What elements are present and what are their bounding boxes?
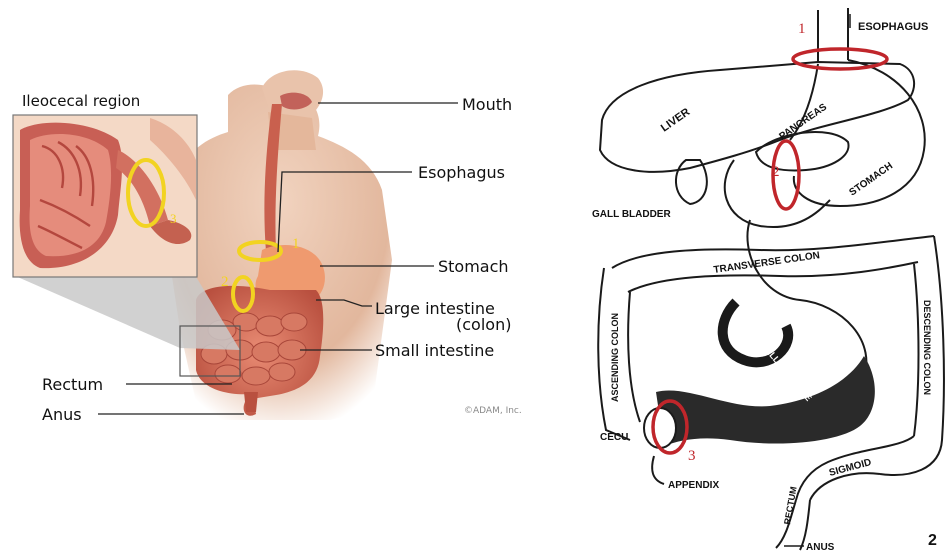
label-rectum: Rectum xyxy=(42,375,103,394)
marker-number-1-left: 1 xyxy=(292,236,300,252)
label-anus: Anus xyxy=(42,405,82,424)
label-pancreas: PANCREAS xyxy=(777,101,829,142)
marker-number-2-right: 2 xyxy=(772,164,780,180)
marker-number-1-right: 1 xyxy=(798,21,806,37)
left-anatomy-illustration xyxy=(168,70,392,420)
label-large-intestine-sub: (colon) xyxy=(456,315,511,334)
label-descending-colon: DESCENDING COLON xyxy=(922,300,932,395)
label-stomach-right: STOMACH xyxy=(847,161,895,199)
marker-number-3-left: 3 xyxy=(170,211,177,226)
label-liver: LIVER xyxy=(659,106,692,134)
marker-number-3-right: 3 xyxy=(688,448,696,464)
label-esophagus-right: ESOPHAGUS xyxy=(858,21,928,33)
label-cecum: CECU xyxy=(600,432,628,443)
page-number: 2 xyxy=(928,532,937,549)
label-transverse-colon: TRANSVERSE COLON xyxy=(713,250,821,276)
cecum-pouch xyxy=(644,408,676,448)
label-appendix: APPENDIX xyxy=(668,480,719,491)
inset-title: Ileocecal region xyxy=(22,92,140,110)
right-line-diagram xyxy=(598,8,944,550)
copyright-credit: ©ADAM, Inc. xyxy=(464,406,522,416)
label-gall-bladder: GALL BLADDER xyxy=(592,209,671,220)
descending-colon-inner xyxy=(914,264,919,436)
esophagus-outline xyxy=(818,8,848,62)
label-ascending-colon: ASCENDING COLON xyxy=(610,313,620,402)
marker-number-2-left: 2 xyxy=(221,274,229,290)
marker-ring-1-right xyxy=(793,49,887,69)
label-esophagus: Esophagus xyxy=(418,163,505,182)
label-anus-right: ANUS xyxy=(806,542,835,553)
pancreas-outline xyxy=(756,132,849,171)
label-stomach: Stomach xyxy=(438,257,509,276)
label-small-intestine: Small intestine xyxy=(375,341,494,360)
small-intestine-dark-segment xyxy=(656,356,875,446)
appendix-outline xyxy=(652,456,664,484)
ascending-colon-inner xyxy=(628,292,640,422)
rectum-organ xyxy=(244,392,258,412)
label-mouth: Mouth xyxy=(462,95,512,114)
label-rectum-right: RECTUM xyxy=(782,486,799,526)
sigmoid-outline xyxy=(810,473,880,500)
descending-colon-outline xyxy=(880,236,944,475)
right-labels: ESOPHAGUS LIVER PANCREAS STOMACH GALL BL… xyxy=(592,14,937,553)
